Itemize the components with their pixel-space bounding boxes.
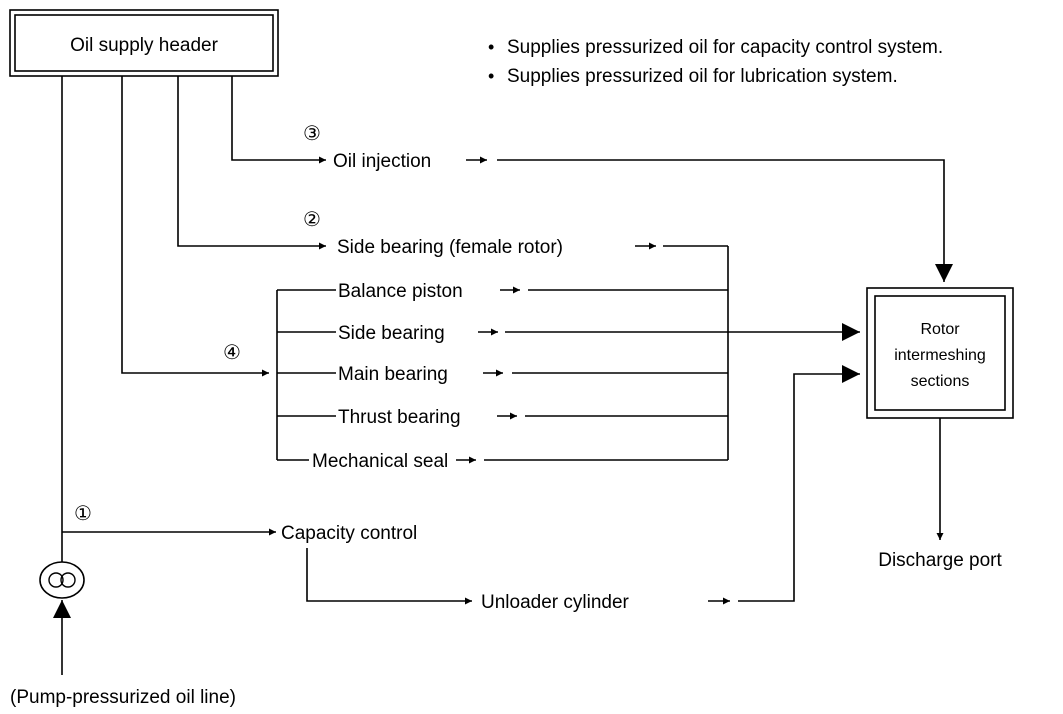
note-bullet: • bbox=[488, 37, 494, 57]
capacity-control-branch: ① Capacity control Unloader cylinder bbox=[61, 76, 860, 613]
side-bearing-label: Side bearing bbox=[338, 323, 445, 344]
unloader-cylinder-label: Unloader cylinder bbox=[481, 592, 630, 613]
oil-injection-branch: ③ Oil injection bbox=[231, 76, 953, 282]
pump-line-label: (Pump-pressurized oil line) bbox=[10, 687, 236, 708]
side-bearing-female-label: Side bearing (female rotor) bbox=[337, 237, 563, 258]
balance-piston-label: Balance piston bbox=[338, 281, 463, 302]
rotor-label-line3: sections bbox=[911, 373, 970, 390]
discharge-branch: Discharge port bbox=[878, 418, 1002, 571]
rotor-label-line2: intermeshing bbox=[894, 347, 986, 364]
mechanical-seal-label: Mechanical seal bbox=[312, 451, 448, 472]
branch-marker-2: ② bbox=[303, 209, 321, 231]
thrust-bearing-label: Thrust bearing bbox=[338, 407, 461, 428]
main-bearing-label: Main bearing bbox=[338, 364, 448, 385]
pump-icon bbox=[39, 561, 85, 599]
capacity-control-label: Capacity control bbox=[281, 523, 417, 544]
note-bullet: • bbox=[488, 66, 494, 86]
side-bearing-female-branch: ② Side bearing (female rotor) bbox=[177, 76, 728, 258]
note-capacity-control: Supplies pressurized oil for capacity co… bbox=[507, 37, 943, 58]
note-lubrication: Supplies pressurized oil for lubrication… bbox=[507, 66, 898, 87]
rotor-intermeshing-box: Rotor intermeshing sections bbox=[866, 287, 1014, 419]
branch-marker-4: ④ bbox=[223, 342, 241, 364]
bearing-group-branch: ④ Balance piston Side bearing Main beari… bbox=[121, 76, 860, 472]
oil-supply-header-box: Oil supply header bbox=[9, 9, 279, 77]
notes: • Supplies pressurized oil for capacity … bbox=[488, 37, 943, 87]
discharge-port-label: Discharge port bbox=[878, 550, 1002, 571]
rotor-label-line1: Rotor bbox=[920, 321, 960, 338]
branch-marker-1: ① bbox=[74, 503, 92, 525]
oil-supply-header-label: Oil supply header bbox=[70, 35, 219, 56]
branch-marker-3: ③ bbox=[303, 123, 321, 145]
oil-injection-label: Oil injection bbox=[333, 151, 431, 172]
